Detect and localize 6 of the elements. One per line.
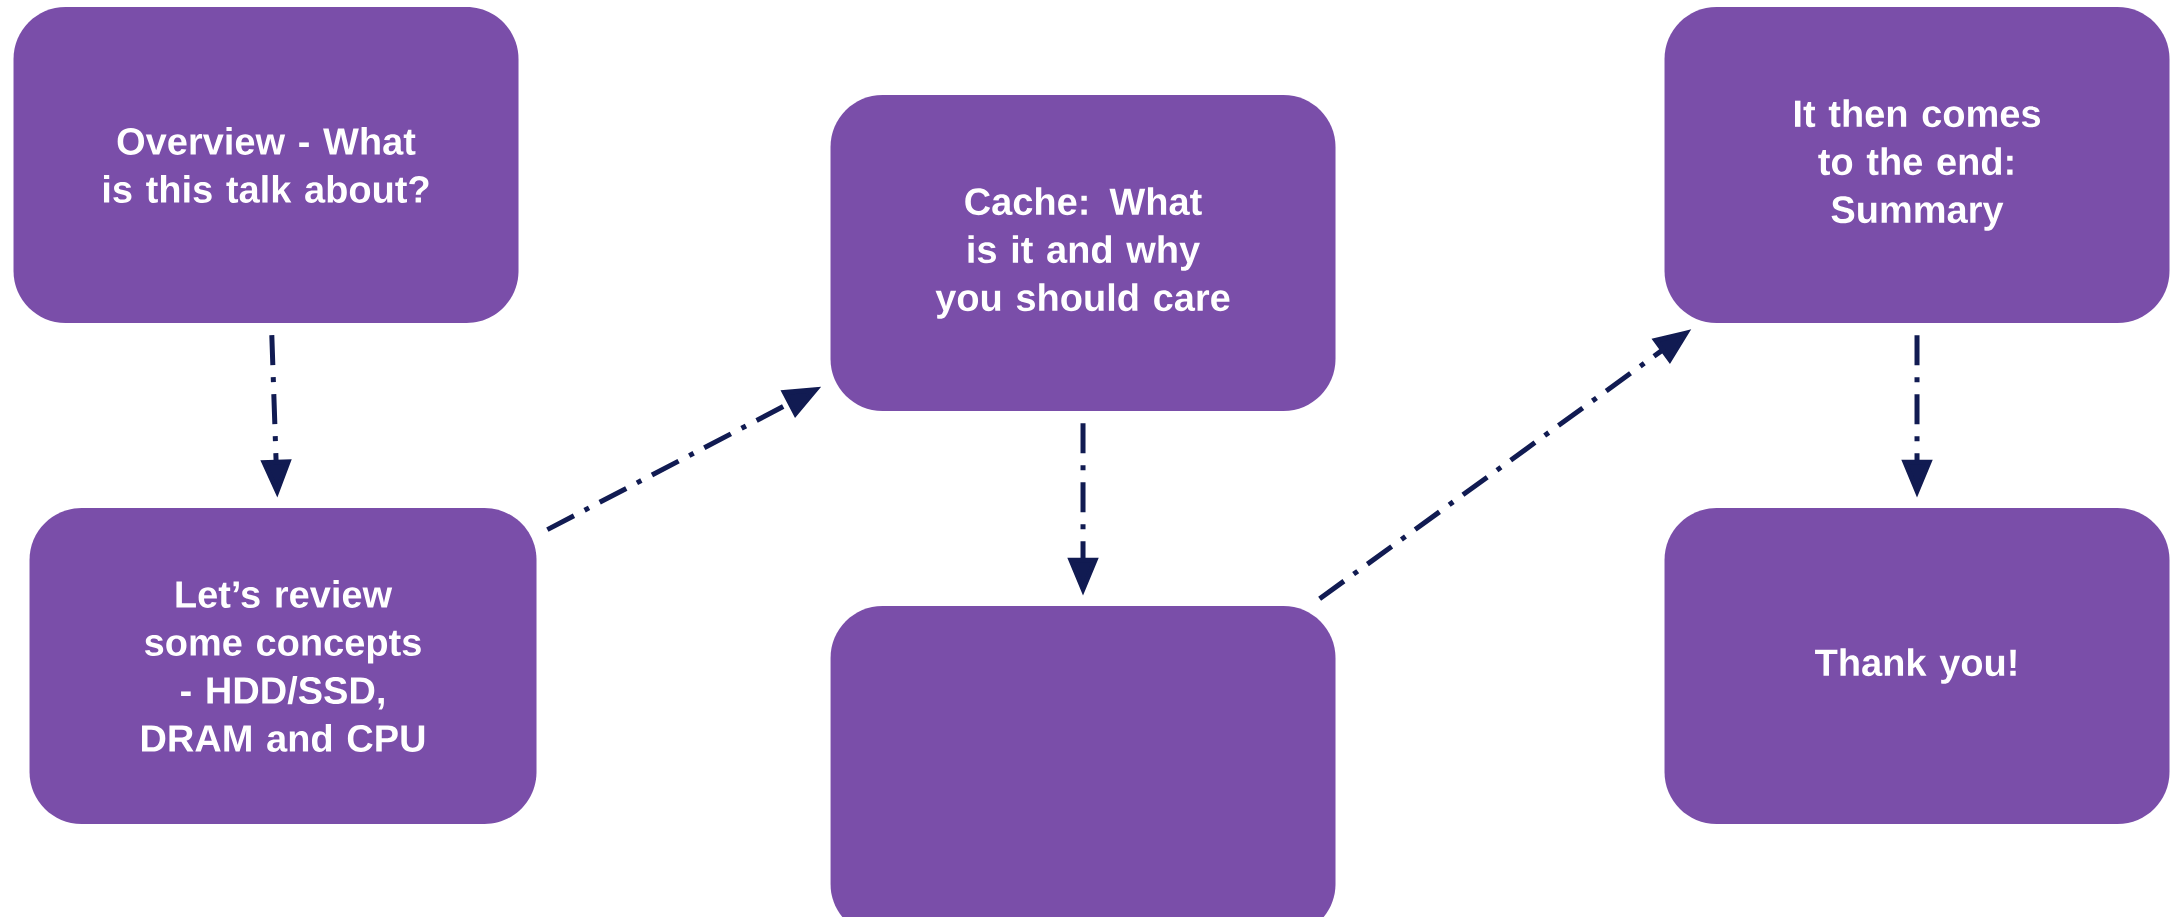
topic-box: Thank you! [1664, 508, 2170, 824]
empty-box [830, 606, 1336, 917]
topic-box: Let’s review some concepts - HDD/SSD, DRAM and CPU [29, 508, 537, 824]
topic-box: Cache: What is it and why you should care [830, 95, 1336, 411]
topic-box: Overview - What is this talk about? [13, 7, 519, 323]
topic-box: It then comes to the end: Summary [1664, 7, 2170, 323]
